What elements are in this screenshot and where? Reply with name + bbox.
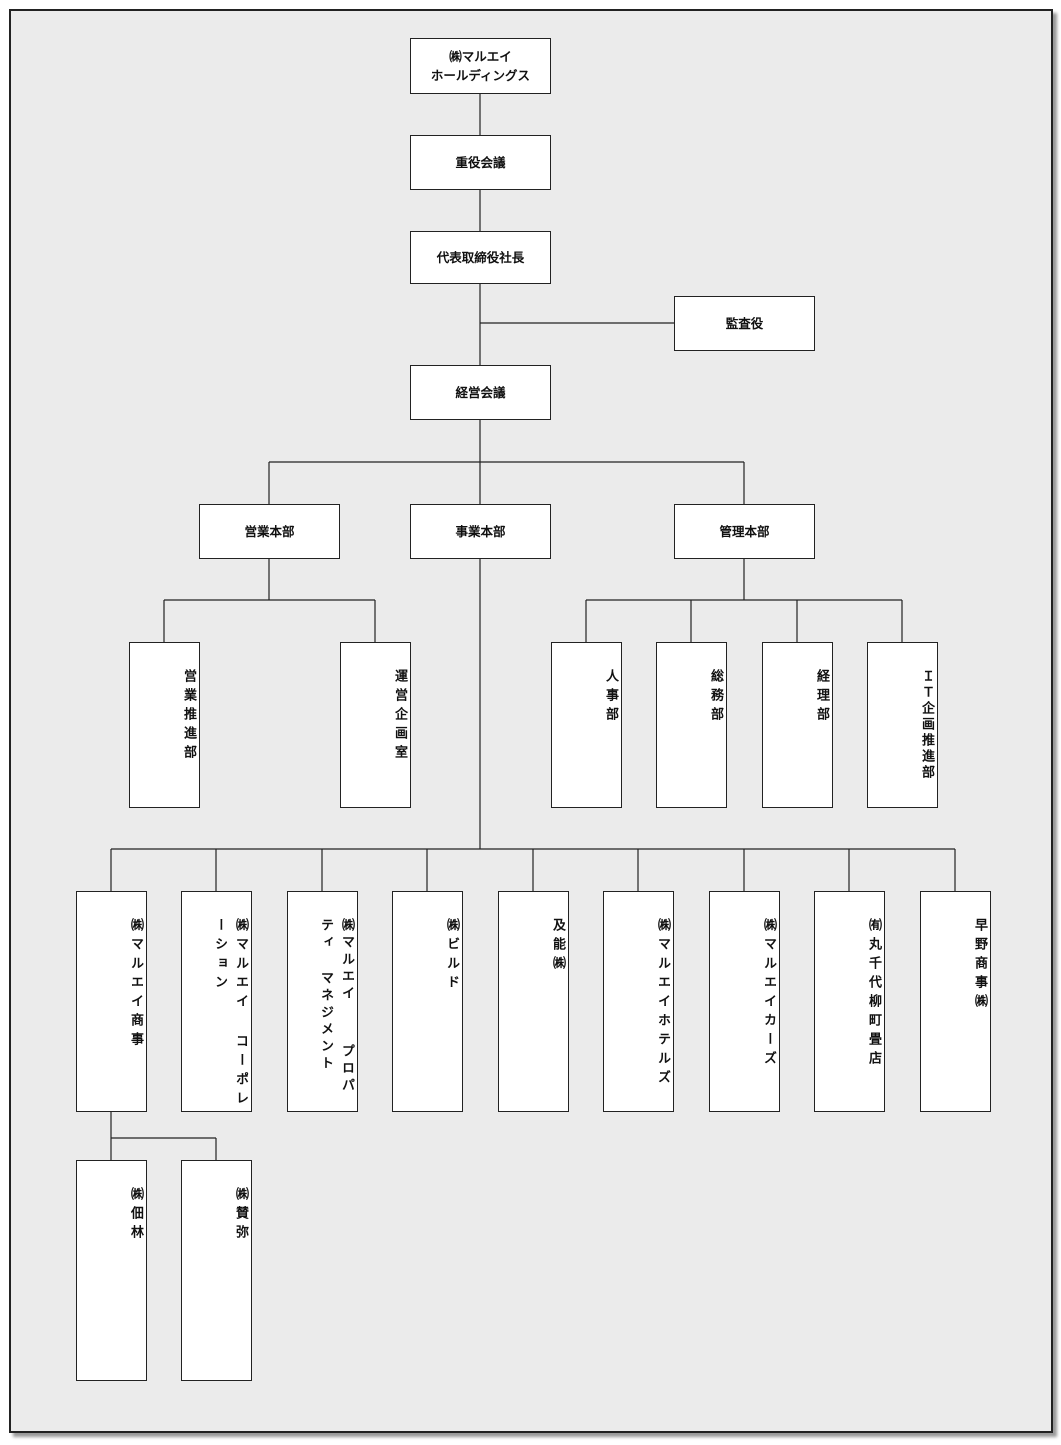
business-division-label: 事業本部: [455, 524, 506, 539]
company-sanya-box: ㈱賛弥: [181, 1160, 252, 1381]
company-marusen-tatami-label: ㈲丸千代柳町畳店: [866, 918, 881, 1070]
ceo-box: 代表取締役社長: [410, 231, 551, 284]
auditor-label: 監査役: [725, 316, 764, 331]
business-division-box: 事業本部: [410, 504, 551, 559]
company-maruei-cars-label: ㈱マルエイカーズ: [761, 918, 776, 1070]
hr-dept-label: 人事部: [603, 669, 618, 726]
accounting-dept-box: 経理部: [762, 642, 833, 808]
admin-division-label: 管理本部: [719, 524, 770, 539]
company-build-label: ㈱ビルド: [444, 918, 459, 994]
admin-division-box: 管理本部: [674, 504, 815, 559]
management-meeting-label: 経営会議: [455, 385, 506, 400]
company-maruei-corporation-label-2: コーポレーション: [212, 918, 248, 1110]
hr-dept-box: 人事部: [551, 642, 622, 808]
company-oyobi-box: 及能㈱: [498, 891, 569, 1112]
company-maruei-shoji-box: ㈱マルエイ商事: [76, 891, 147, 1112]
sales-promotion-dept-label: 営業推進部: [181, 669, 196, 764]
company-maruei-hotels-label: ㈱マルエイホテルズ: [655, 918, 670, 1089]
board-meeting-label: 重役会議: [455, 155, 506, 170]
board-meeting-box: 重役会議: [410, 135, 551, 190]
sales-division-box: 営業本部: [199, 504, 340, 559]
company-maruei-corporation-label-1: ㈱マルエイ: [233, 918, 248, 1013]
management-meeting-box: 経営会議: [410, 365, 551, 420]
it-planning-dept-label: ＩＴ企画推進部: [919, 669, 934, 781]
ceo-label: 代表取締役社長: [436, 250, 525, 265]
company-build-box: ㈱ビルド: [392, 891, 463, 1112]
company-maruei-corporation-box: ㈱マルエイ コーポレーション: [181, 891, 252, 1112]
company-hayano-shoji-box: 早野商事㈱: [920, 891, 991, 1112]
accounting-dept-label: 経理部: [814, 669, 829, 726]
sales-promotion-dept-box: 営業推進部: [129, 642, 200, 808]
company-maruei-property-label-1: ㈱マルエイ: [339, 918, 354, 1003]
general-affairs-dept-label: 総務部: [708, 669, 723, 726]
auditor-box: 監査役: [674, 296, 815, 351]
company-maruei-property-label-2: プロパティ: [318, 918, 354, 1095]
company-tsukurin-box: ㈱佃林: [76, 1160, 147, 1381]
company-hayano-shoji-label: 早野商事㈱: [972, 918, 987, 1013]
company-marusen-tatami-box: ㈲丸千代柳町畳店: [814, 891, 885, 1112]
company-oyobi-label: 及能㈱: [550, 918, 565, 975]
company-maruei-property-label-3: マネジメント: [318, 971, 333, 1073]
company-maruei-shoji-label: ㈱マルエイ商事: [128, 918, 143, 1051]
operations-planning-office-label: 運営企画室: [392, 669, 407, 764]
operations-planning-office-box: 運営企画室: [340, 642, 411, 808]
holdings-box: ㈱マルエイ ホールディングス: [410, 38, 551, 94]
general-affairs-dept-box: 総務部: [656, 642, 727, 808]
company-maruei-property-box: ㈱マルエイ プロパティ マネジメント: [287, 891, 358, 1112]
company-maruei-cars-box: ㈱マルエイカーズ: [709, 891, 780, 1112]
company-sanya-label: ㈱賛弥: [233, 1187, 248, 1244]
company-tsukurin-label: ㈱佃林: [128, 1187, 143, 1244]
sales-division-label: 営業本部: [244, 524, 295, 539]
holdings-name-line1: ㈱マルエイ: [449, 49, 512, 64]
holdings-name-line2: ホールディングス: [430, 68, 531, 83]
company-maruei-hotels-box: ㈱マルエイホテルズ: [603, 891, 674, 1112]
it-planning-dept-box: ＩＴ企画推進部: [867, 642, 938, 808]
